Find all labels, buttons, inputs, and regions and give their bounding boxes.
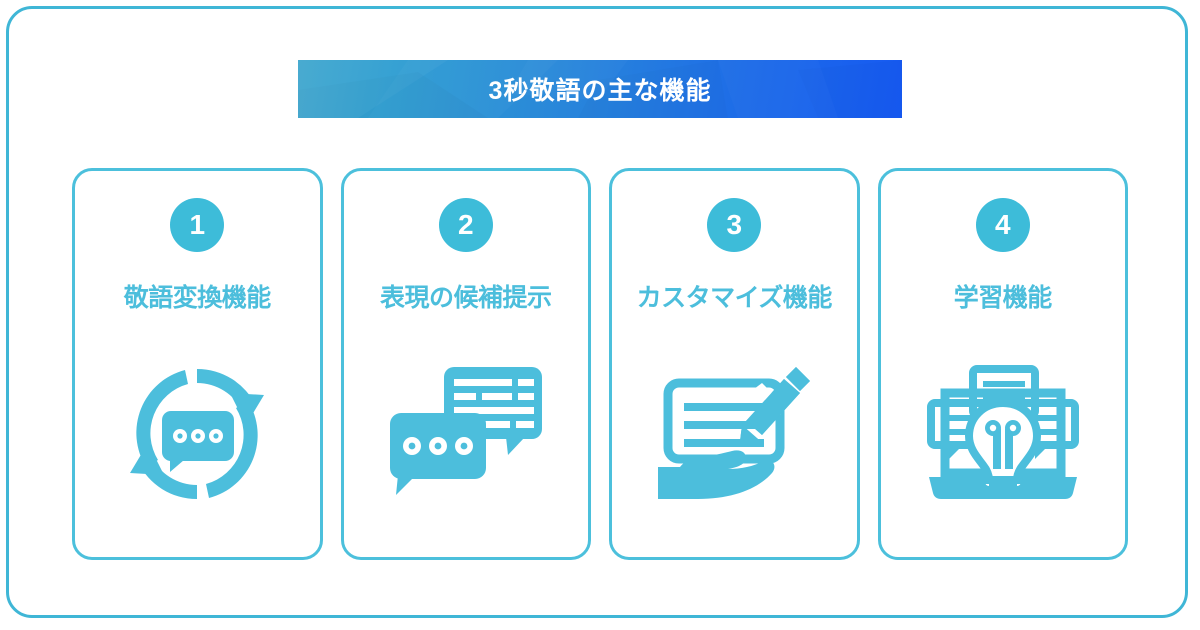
- card-number-badge: 4: [975, 198, 1030, 252]
- banner-title: 3秒敬語の主な機能: [488, 77, 712, 105]
- feature-card-4[interactable]: 4 学習機能: [877, 168, 1128, 560]
- card-number-badge: 1: [170, 198, 225, 252]
- card-title: カスタマイズ機能: [636, 284, 833, 312]
- feature-card-2[interactable]: 2 表現の候補提示: [340, 168, 591, 560]
- hand-document-pencil-icon: [612, 359, 857, 509]
- card-title: 敬語変換機能: [123, 284, 272, 312]
- card-number-badge: 2: [438, 198, 493, 252]
- header-banner: 3秒敬語の主な機能: [298, 60, 902, 118]
- laptop-lightbulb-ideas-icon: [881, 359, 1126, 509]
- card-number-badge: 3: [707, 198, 762, 252]
- feature-card-3[interactable]: 3 カスタマイズ機能: [609, 168, 860, 560]
- two-chat-bubbles-icon: [344, 359, 589, 509]
- feature-cards-row: 1 敬語変換機能: [72, 168, 1128, 560]
- feature-card-1[interactable]: 1 敬語変換機能: [72, 168, 323, 560]
- card-title: 学習機能: [953, 284, 1053, 312]
- refresh-cycle-chat-bubble-icon: [75, 359, 320, 509]
- card-title: 表現の候補提示: [379, 284, 552, 312]
